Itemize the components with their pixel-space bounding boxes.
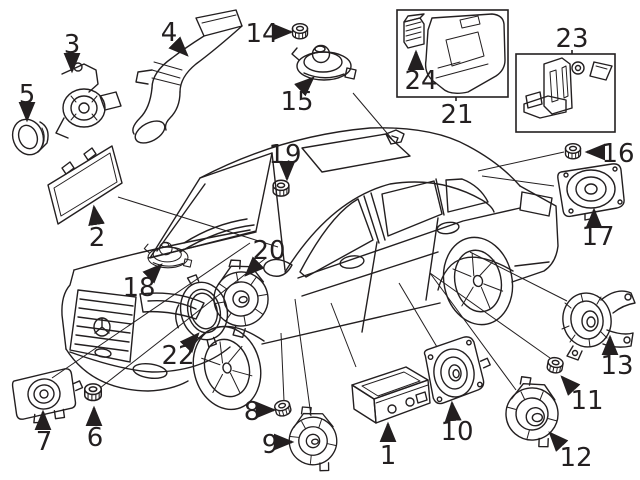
part-label-9[interactable]: 9 [262,430,295,460]
part-3-tweeter-speaker [55,62,122,139]
part-number[interactable]: 1 [380,441,397,471]
inset-box-23 [515,53,616,133]
front-bumper [65,292,231,392]
headlight [139,292,205,320]
part-label-10[interactable]: 10 [440,400,474,447]
part-label-12[interactable]: 12 [548,431,593,473]
callout-arrow [560,375,581,396]
part-12-rear-speaker [505,376,559,448]
part-label-1[interactable]: 1 [379,421,397,471]
part-number[interactable]: 14 [245,19,278,49]
part-number[interactable]: 3 [64,30,81,60]
car-roof [199,127,521,187]
part-label-11[interactable]: 11 [560,375,604,416]
inset-box-21 [396,9,509,98]
part-label-23[interactable]: 23 [555,24,589,54]
part-label-15[interactable]: 15 [280,76,315,117]
part-16-clip [564,142,582,160]
part-23-bracket-kit [523,57,613,119]
tail-light [519,191,553,217]
part-label-24[interactable]: 24 [404,49,438,96]
part-number[interactable]: 7 [36,427,53,457]
part-number[interactable]: 15 [280,87,313,117]
part-label-3[interactable]: 3 [63,30,81,74]
part-number[interactable]: 6 [87,423,104,453]
part-number[interactable]: 11 [570,386,603,416]
part-label-5[interactable]: 5 [18,80,36,123]
part-13-rear-deck-speaker [561,290,636,361]
part-number[interactable]: 23 [555,24,588,54]
part-number[interactable]: 9 [262,430,279,460]
part-7-front-speaker [11,368,84,424]
part-label-18[interactable]: 18 [122,263,163,303]
part-label-7[interactable]: 7 [34,409,53,457]
part-number[interactable]: 21 [440,100,473,130]
part-label-16[interactable]: 16 [584,139,635,169]
part-label-21[interactable]: 21 [440,97,474,130]
car-body [61,185,559,351]
callout-arrow [179,332,200,353]
part-24-module [403,13,425,49]
part-4-air-duct [132,9,243,144]
part-number[interactable]: 2 [89,223,106,253]
part-8-clip [272,398,293,419]
part-number[interactable]: 16 [601,139,634,169]
part-number[interactable]: 18 [122,273,155,303]
part-number[interactable]: 20 [252,236,285,266]
part-9-speaker [288,406,338,472]
part-number[interactable]: 17 [581,222,614,252]
part-number[interactable]: 13 [600,351,633,381]
part-number[interactable]: 19 [268,140,301,170]
part-label-13[interactable]: 13 [600,334,634,381]
part-label-6[interactable]: 6 [85,405,104,453]
part-number[interactable]: 22 [161,341,194,371]
fog-light [132,362,168,380]
part-number[interactable]: 12 [559,443,592,473]
part-6-clip [83,383,103,402]
callout-arrow [88,204,105,227]
part-14-clip [291,23,309,40]
part-label-8[interactable]: 8 [244,397,277,427]
callout-arrow [294,76,315,97]
part-2-panel [47,145,123,225]
leader-lines [51,92,568,417]
part-10-rear-door-speaker [423,336,491,405]
part-label-17[interactable]: 17 [581,207,615,252]
callout-arrow [548,431,569,452]
callout-arrow [244,256,265,277]
part-22-speaker-frame [175,274,229,348]
part-label-19[interactable]: 19 [268,140,302,182]
part-21-bracket-assembly [424,13,506,95]
part-5-small-speaker [11,118,49,156]
part-label-22[interactable]: 22 [161,332,200,371]
part-number[interactable]: 10 [440,417,473,447]
part-number[interactable]: 24 [404,66,437,96]
rear-wheel [442,236,514,326]
part-1-amplifier [351,366,431,424]
callout-arrow [142,263,163,284]
callout-arrow [168,36,189,57]
part-label-4[interactable]: 4 [161,18,189,57]
part-11-clip [545,355,565,375]
front-grille [69,289,137,363]
part-15-center-speaker [291,44,357,81]
part-17-rear-speaker [557,163,625,221]
part-number[interactable]: 8 [244,397,261,427]
part-label-14[interactable]: 14 [245,19,294,49]
side-windows [271,152,495,278]
part-number[interactable]: 5 [19,80,36,110]
part-number[interactable]: 4 [161,18,178,48]
callout-arrow [444,400,462,422]
part-label-2[interactable]: 2 [88,204,106,253]
part-label-20[interactable]: 20 [244,236,286,277]
